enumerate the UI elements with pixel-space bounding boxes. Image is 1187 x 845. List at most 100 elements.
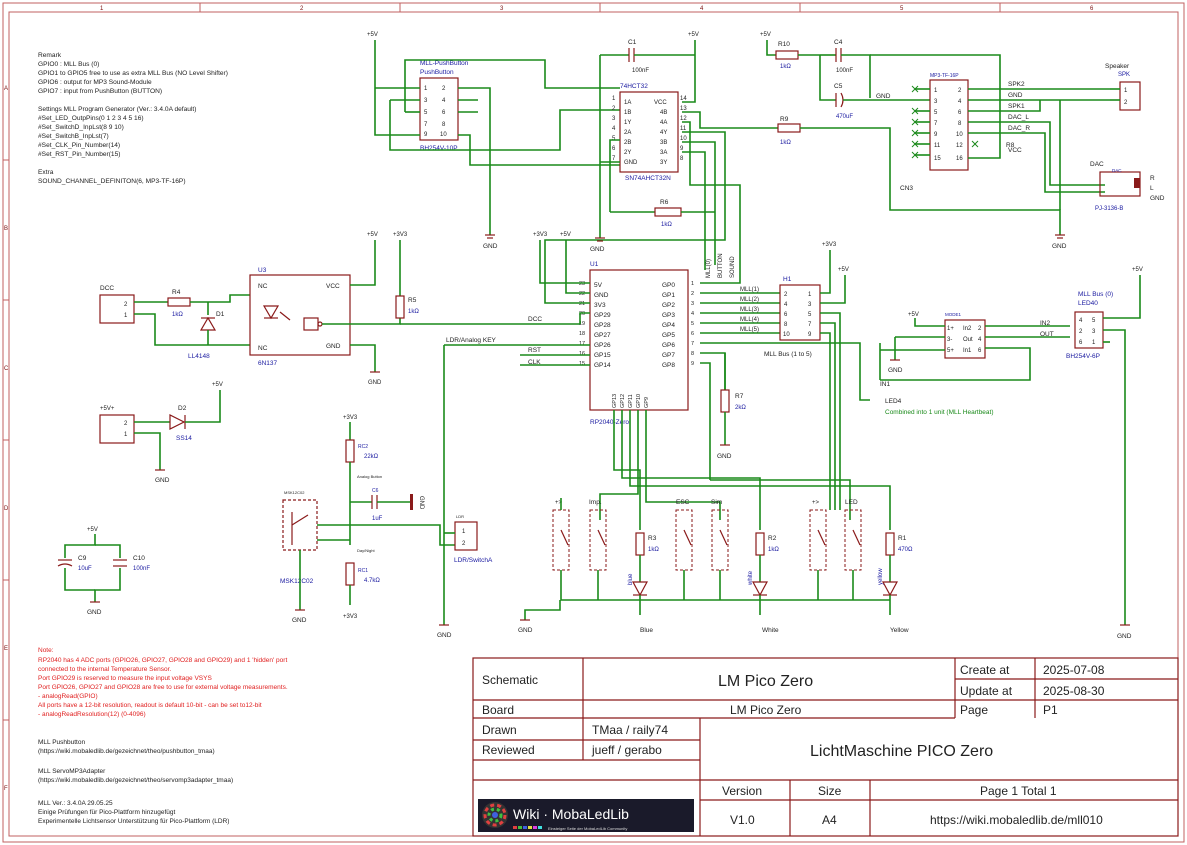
day-night-net: Day/Night (357, 548, 375, 553)
pin-number: 2 (978, 326, 982, 332)
pin-number: 16 (956, 156, 963, 162)
pin-number: 4 (1079, 318, 1083, 324)
d1-part: LL4148 (188, 353, 210, 360)
pushbutton-wires (374, 40, 620, 235)
pin-number: 2 (1079, 329, 1083, 335)
pin-number: 1 (1092, 340, 1096, 346)
pin-number: 2 (958, 88, 962, 94)
u3-part: 6N137 (258, 360, 278, 367)
rc2-value: 22kΩ (364, 454, 379, 460)
pin-label: GP7 (662, 352, 675, 359)
pin-number: 7 (934, 121, 938, 127)
switch-group-label: LED (845, 499, 858, 506)
out-net: OUT (1040, 331, 1054, 338)
c5-ref: C5 (834, 83, 843, 90)
frame-col-5: 5 (900, 6, 904, 12)
led40-ref: LED40 (1078, 300, 1098, 307)
pin-number: 9 (691, 361, 694, 367)
pin-label: VCC (654, 100, 667, 106)
links-line: MLL Ver.: 3.4.0A 29.05.25 (38, 800, 113, 807)
power-label: +5V (1132, 267, 1143, 273)
gnd-label: GND (1052, 243, 1067, 250)
pin-number: 7 (612, 156, 616, 162)
power-label: +3V3 (533, 232, 548, 238)
hct-power-wires (544, 40, 760, 285)
pin-number: 1 (124, 432, 128, 438)
u1-left-wires: LDR/Analog KEY RST CLK +3V3 +5V (443, 232, 590, 625)
pin-label: GND (624, 160, 638, 166)
gnd-label: GND (437, 632, 452, 639)
pin-label: GP15 (594, 352, 611, 359)
pin-number: 4 (784, 302, 788, 308)
pin-label: GP1 (662, 292, 675, 299)
pin-number: 6 (958, 110, 962, 116)
c9-ref: C9 (78, 555, 87, 562)
pin-number: 3 (934, 99, 938, 105)
tb-create-value: 2025-07-08 (1043, 663, 1105, 677)
pin-label: 3V3 (594, 302, 606, 309)
pin-label: NC (258, 345, 268, 352)
pin-number: 14 (680, 96, 687, 102)
note-line: RP2040 has 4 ADC ports (GPIO26, GPIO27, … (38, 657, 287, 664)
d1-ref: D1 (216, 311, 225, 318)
power-label: +5V (760, 32, 771, 38)
rc2-ref: RC2 (358, 444, 368, 450)
pin-number: 18 (579, 331, 585, 337)
links-line: (https://wiki.mobaledlib.de/gezeichnet/t… (38, 748, 215, 755)
frame-row-d: D (4, 506, 9, 512)
gnd-label: GND (717, 453, 732, 460)
pin-label: GP26 (594, 342, 611, 349)
pin-number: 4 (612, 126, 616, 132)
led4-note-text: Combined into 1 unit (MLL Heartbeat) (885, 409, 994, 416)
c1-value: 100nF (632, 68, 649, 74)
gnd-label: GND (155, 477, 170, 484)
net-label: SPK1 (1008, 103, 1025, 110)
tb-page-label: Page (960, 703, 988, 717)
pin-label: 1B (624, 110, 631, 116)
pin-label: 3B (660, 140, 667, 146)
pin-number: 21 (579, 301, 585, 307)
note-line: Note: (38, 647, 54, 654)
note-block: Note: RP2040 has 4 ADC ports (GPIO26, GP… (38, 647, 288, 718)
dcc-ref: DCC (100, 285, 114, 292)
pin-number: 2 (784, 292, 788, 298)
resistor-r6: R6 1kΩ (609, 139, 715, 228)
pin-label: 5+ (947, 348, 954, 354)
pin-label: 2B (624, 140, 631, 146)
pin-number: 19 (579, 321, 585, 327)
dac-title: DAC (1090, 161, 1104, 168)
r3-value: 1kΩ (648, 547, 659, 553)
pin-number: 5 (612, 136, 616, 142)
c4-value: 100nF (836, 68, 853, 74)
u1-part: RP2040-Zero (590, 419, 629, 426)
button-net: BUTTON (718, 253, 724, 278)
r10-ref: R10 (778, 41, 790, 48)
led-color-label: Blue (640, 627, 653, 634)
dcc-input: DCC 2 1 R4 1kΩ D1 LL4148 (99, 285, 250, 360)
remark-line: #Set_LED_OutpPins(0 1 2 3 4 5 16) (38, 115, 144, 122)
rc1-ref: RC1 (358, 568, 368, 574)
c5-value: 470uF (836, 114, 853, 120)
gnd-label: GND (590, 246, 605, 253)
pin-number: 2 (124, 421, 128, 427)
remark-block: Remark GPIO0 : MLL Bus (0) GPIO1 to GPIO… (38, 52, 228, 185)
level-ref: MODE1 (945, 312, 962, 317)
pin-label: 4Y (660, 130, 667, 136)
pin-number: 4 (691, 311, 694, 317)
pin-number: 15 (579, 361, 585, 367)
pin-label: GND (594, 292, 609, 299)
note-line: connected to the internal Temperature Se… (38, 666, 171, 673)
resistor-r10: R10 1kΩ (766, 40, 820, 70)
pin-label: GP9 (644, 397, 650, 408)
pin-label: GP5 (662, 332, 675, 339)
pin-number: 10 (956, 132, 963, 138)
h1-connector: H1 MLL Bus (1 to 5) 2 4 6 8 10 1 3 5 7 9… (764, 242, 849, 480)
level-module: MODE1 1+ 3- 5+ In2 Out In1 2 4 6 +5V GND… (879, 312, 1070, 388)
pin-label: GP0 (662, 282, 675, 289)
tb-board-label: Board (482, 703, 514, 717)
h1-ref: H1 (783, 276, 792, 283)
pin-label: GP2 (662, 302, 675, 309)
power-input-ref: +5V+ (100, 406, 115, 412)
pin-label: 3 (424, 98, 428, 104)
pin-label: GP13 (612, 394, 618, 408)
